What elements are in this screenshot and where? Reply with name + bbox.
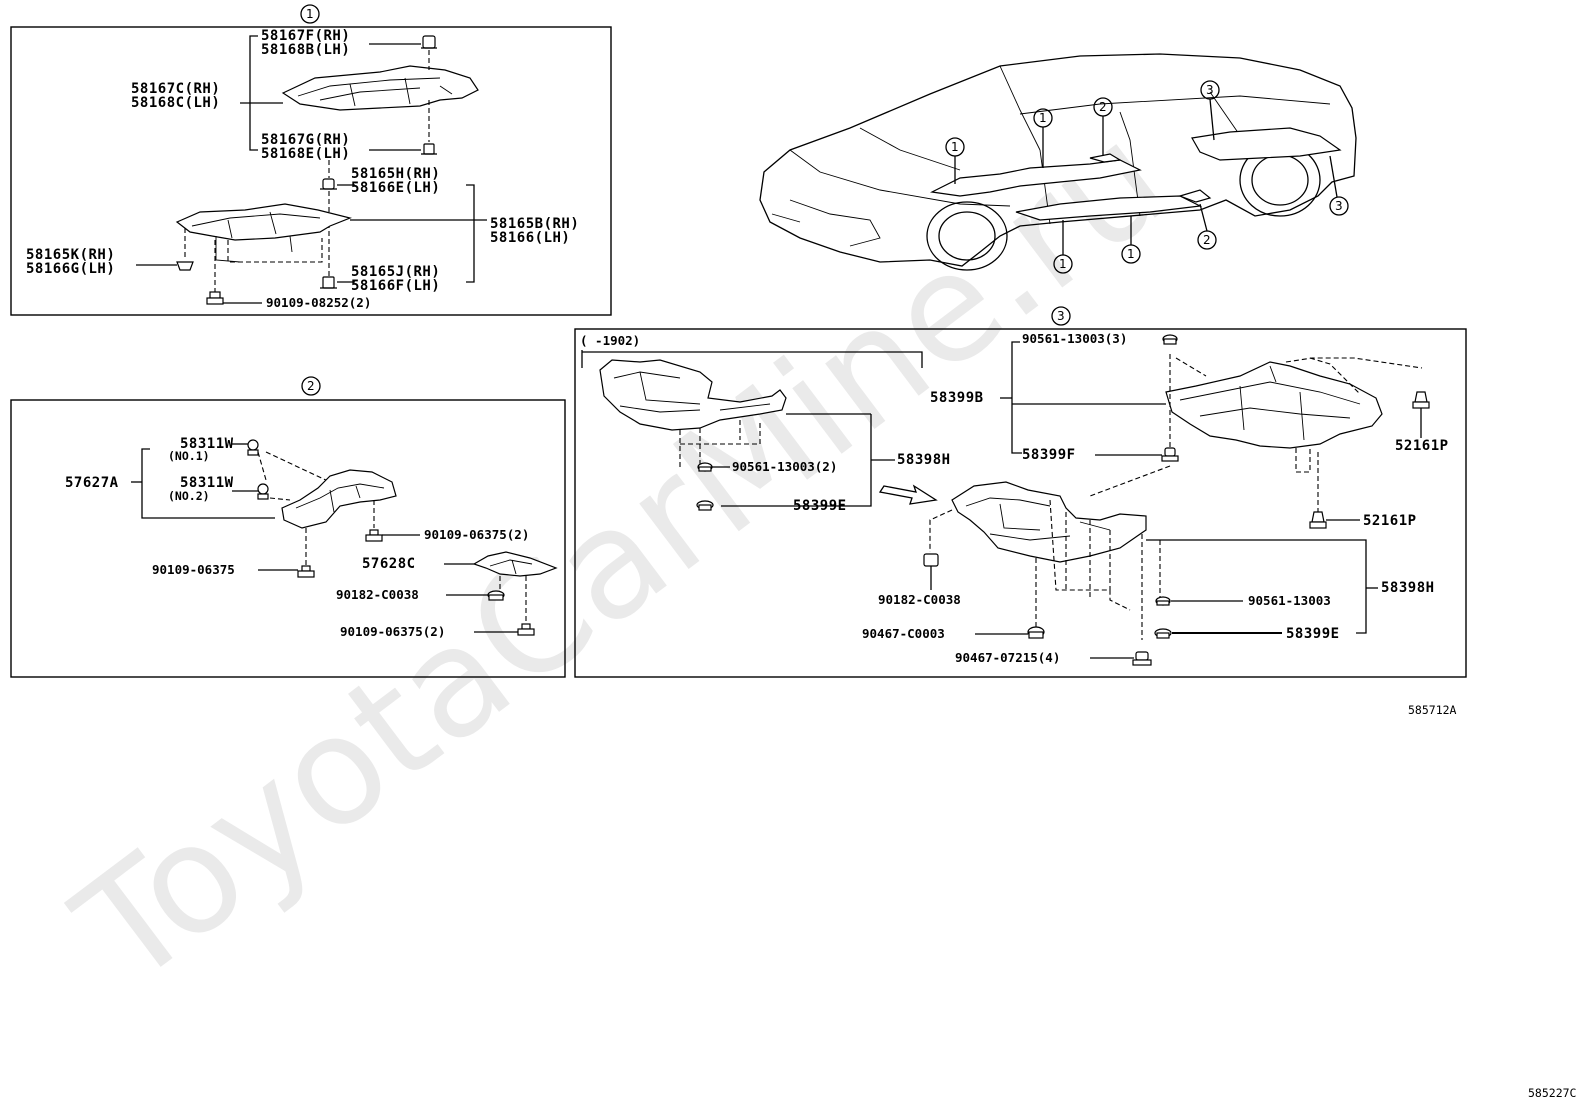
arrow-icon <box>878 484 938 505</box>
bolt-90109-06375-a-icon[interactable] <box>365 529 383 542</box>
rear-cover-58398h-new[interactable] <box>951 481 1147 563</box>
engine-under-cover-upper[interactable] <box>281 65 479 111</box>
clip-58165k-icon[interactable] <box>176 261 194 271</box>
label-date-range: ( -1902) <box>580 333 640 348</box>
group-2: 2 <box>10 376 566 678</box>
label-90561-13003-3[interactable]: 90561-13003(3) <box>1022 331 1127 346</box>
clip-52161p-b-icon[interactable] <box>1309 511 1327 529</box>
svg-text:1: 1 <box>951 140 959 154</box>
rear-cover-58399b[interactable] <box>1165 361 1383 449</box>
label-58311w-no2[interactable]: 58311W <box>180 475 234 491</box>
svg-text:1: 1 <box>1039 111 1047 125</box>
label-90109-08252[interactable]: 90109-08252(2) <box>266 295 371 310</box>
rear-cover-58398h-old[interactable] <box>599 359 787 431</box>
label-58165k[interactable]: 58165K(RH) <box>26 247 115 263</box>
label-58166f[interactable]: 58166F(LH) <box>351 278 440 294</box>
callout-2-b[interactable]: 2 <box>1197 230 1217 250</box>
group-1-frame <box>10 26 612 316</box>
svg-text:2: 2 <box>1203 233 1211 247</box>
callout-3-b[interactable]: 3 <box>1329 196 1349 216</box>
label-58168c[interactable]: 58168C(LH) <box>131 95 220 111</box>
nut-90561-13003-icon[interactable] <box>1155 596 1171 606</box>
clip-58165j-icon[interactable] <box>320 276 337 289</box>
group-3-marker[interactable]: 3 <box>1051 306 1071 326</box>
clip-58311w-no2-icon[interactable] <box>257 483 269 500</box>
svg-text:3: 3 <box>1057 309 1065 323</box>
label-52161p-b[interactable]: 52161P <box>1363 513 1417 529</box>
bolt-90109-06375-icon[interactable] <box>297 565 315 578</box>
engine-under-cover-lower[interactable] <box>175 203 352 241</box>
label-58399e-a[interactable]: 58399E <box>793 498 847 514</box>
label-90467-c0003[interactable]: 90467-C0003 <box>862 626 945 641</box>
group-3-frame <box>574 328 1467 678</box>
label-90109-06375[interactable]: 90109-06375 <box>152 562 235 577</box>
svg-text:3: 3 <box>1335 199 1343 213</box>
label-58398h-a[interactable]: 58398H <box>897 452 951 468</box>
label-58311w-no1[interactable]: 58311W <box>180 436 234 452</box>
label-90182-c0038-b[interactable]: 90182-C0038 <box>878 592 961 607</box>
svg-text:2: 2 <box>1099 100 1107 114</box>
label-90467-07215[interactable]: 90467-07215(4) <box>955 650 1060 665</box>
clip-90182-c0038-b-icon[interactable] <box>923 553 939 567</box>
label-90561-13003-2[interactable]: 90561-13003(2) <box>732 459 837 474</box>
label-58399b[interactable]: 58399B <box>930 390 984 406</box>
nut-58399e-b-icon[interactable] <box>1154 628 1172 639</box>
label-58168e[interactable]: 58168E(LH) <box>261 146 350 162</box>
group-1-marker[interactable]: 1 <box>300 4 320 24</box>
label-58166e[interactable]: 58166E(LH) <box>351 180 440 196</box>
nut-90561-13003-3-icon[interactable] <box>1162 334 1178 345</box>
svg-text:1: 1 <box>306 7 314 21</box>
label-58167f[interactable]: 58167F(RH) <box>261 28 350 44</box>
label-90109-06375-2b[interactable]: 90109-06375(2) <box>340 624 445 639</box>
label-58166g[interactable]: 58166G(LH) <box>26 261 115 277</box>
label-57628c[interactable]: 57628C <box>362 556 416 572</box>
group-2-frame <box>10 399 566 678</box>
fender-liner-57628c[interactable] <box>472 551 558 577</box>
bolt-90109-08252-icon[interactable] <box>206 291 224 305</box>
nut-90467-c0003-icon[interactable] <box>1027 626 1045 639</box>
clip-58311w-no1-icon[interactable] <box>247 439 259 456</box>
nut-90561-13003-2-icon[interactable] <box>697 462 713 472</box>
figure-ref-main: 585712A <box>1408 703 1457 717</box>
label-52161p-a[interactable]: 52161P <box>1395 438 1449 454</box>
label-58165j[interactable]: 58165J(RH) <box>351 264 440 280</box>
label-no2: (NO.2) <box>168 489 210 503</box>
label-58399e-b[interactable]: 58399E <box>1286 626 1340 642</box>
label-58165h[interactable]: 58165H(RH) <box>351 166 440 182</box>
label-90182-c0038[interactable]: 90182-C0038 <box>336 587 419 602</box>
label-58399f[interactable]: 58399F <box>1022 447 1076 463</box>
nut-58399f-icon[interactable] <box>1161 447 1179 462</box>
callout-1-b[interactable]: 1 <box>1033 108 1053 128</box>
vehicle-overview: 1 1 2 3 3 2 1 1 <box>759 53 1357 274</box>
svg-text:1: 1 <box>1127 247 1135 261</box>
group-1: 1 58167F(RH) 58168B(LH) 58167C(RH) 58168… <box>10 4 612 316</box>
clip-90182-c0038-icon[interactable] <box>487 590 505 601</box>
label-no1: (NO.1) <box>168 449 210 463</box>
label-58167c[interactable]: 58167C(RH) <box>131 81 220 97</box>
svg-text:1: 1 <box>1059 257 1067 271</box>
label-58165b[interactable]: 58165B(RH) <box>490 216 579 232</box>
clip-58165h-icon[interactable] <box>320 178 337 190</box>
label-58166[interactable]: 58166(LH) <box>490 230 570 246</box>
callout-3-a[interactable]: 3 <box>1200 80 1220 100</box>
label-57627a[interactable]: 57627A <box>65 475 119 491</box>
label-58167g[interactable]: 58167G(RH) <box>261 132 350 148</box>
label-90109-06375-2a[interactable]: 90109-06375(2) <box>424 527 529 542</box>
label-58398h-b[interactable]: 58398H <box>1381 580 1435 596</box>
clip-58167f-icon[interactable] <box>421 35 437 49</box>
clip-58167g-icon[interactable] <box>421 143 437 155</box>
fender-liner-57627a[interactable] <box>281 469 397 529</box>
group-2-marker[interactable]: 2 <box>301 376 321 396</box>
svg-text:2: 2 <box>307 379 315 393</box>
nut-58399e-a-icon[interactable] <box>696 500 714 511</box>
clip-90467-07215-icon[interactable] <box>1132 651 1152 666</box>
callout-1-a[interactable]: 1 <box>945 137 965 157</box>
label-90561-13003[interactable]: 90561-13003 <box>1248 593 1331 608</box>
label-58168b[interactable]: 58168B(LH) <box>261 42 350 58</box>
svg-text:3: 3 <box>1206 83 1214 97</box>
group-3: 3 ( -1902) 90561-13003(2) 58398H 58399E <box>574 306 1467 678</box>
clip-52161p-a-icon[interactable] <box>1412 391 1430 409</box>
figure-ref-corner: 585227C <box>1528 1086 1577 1099</box>
